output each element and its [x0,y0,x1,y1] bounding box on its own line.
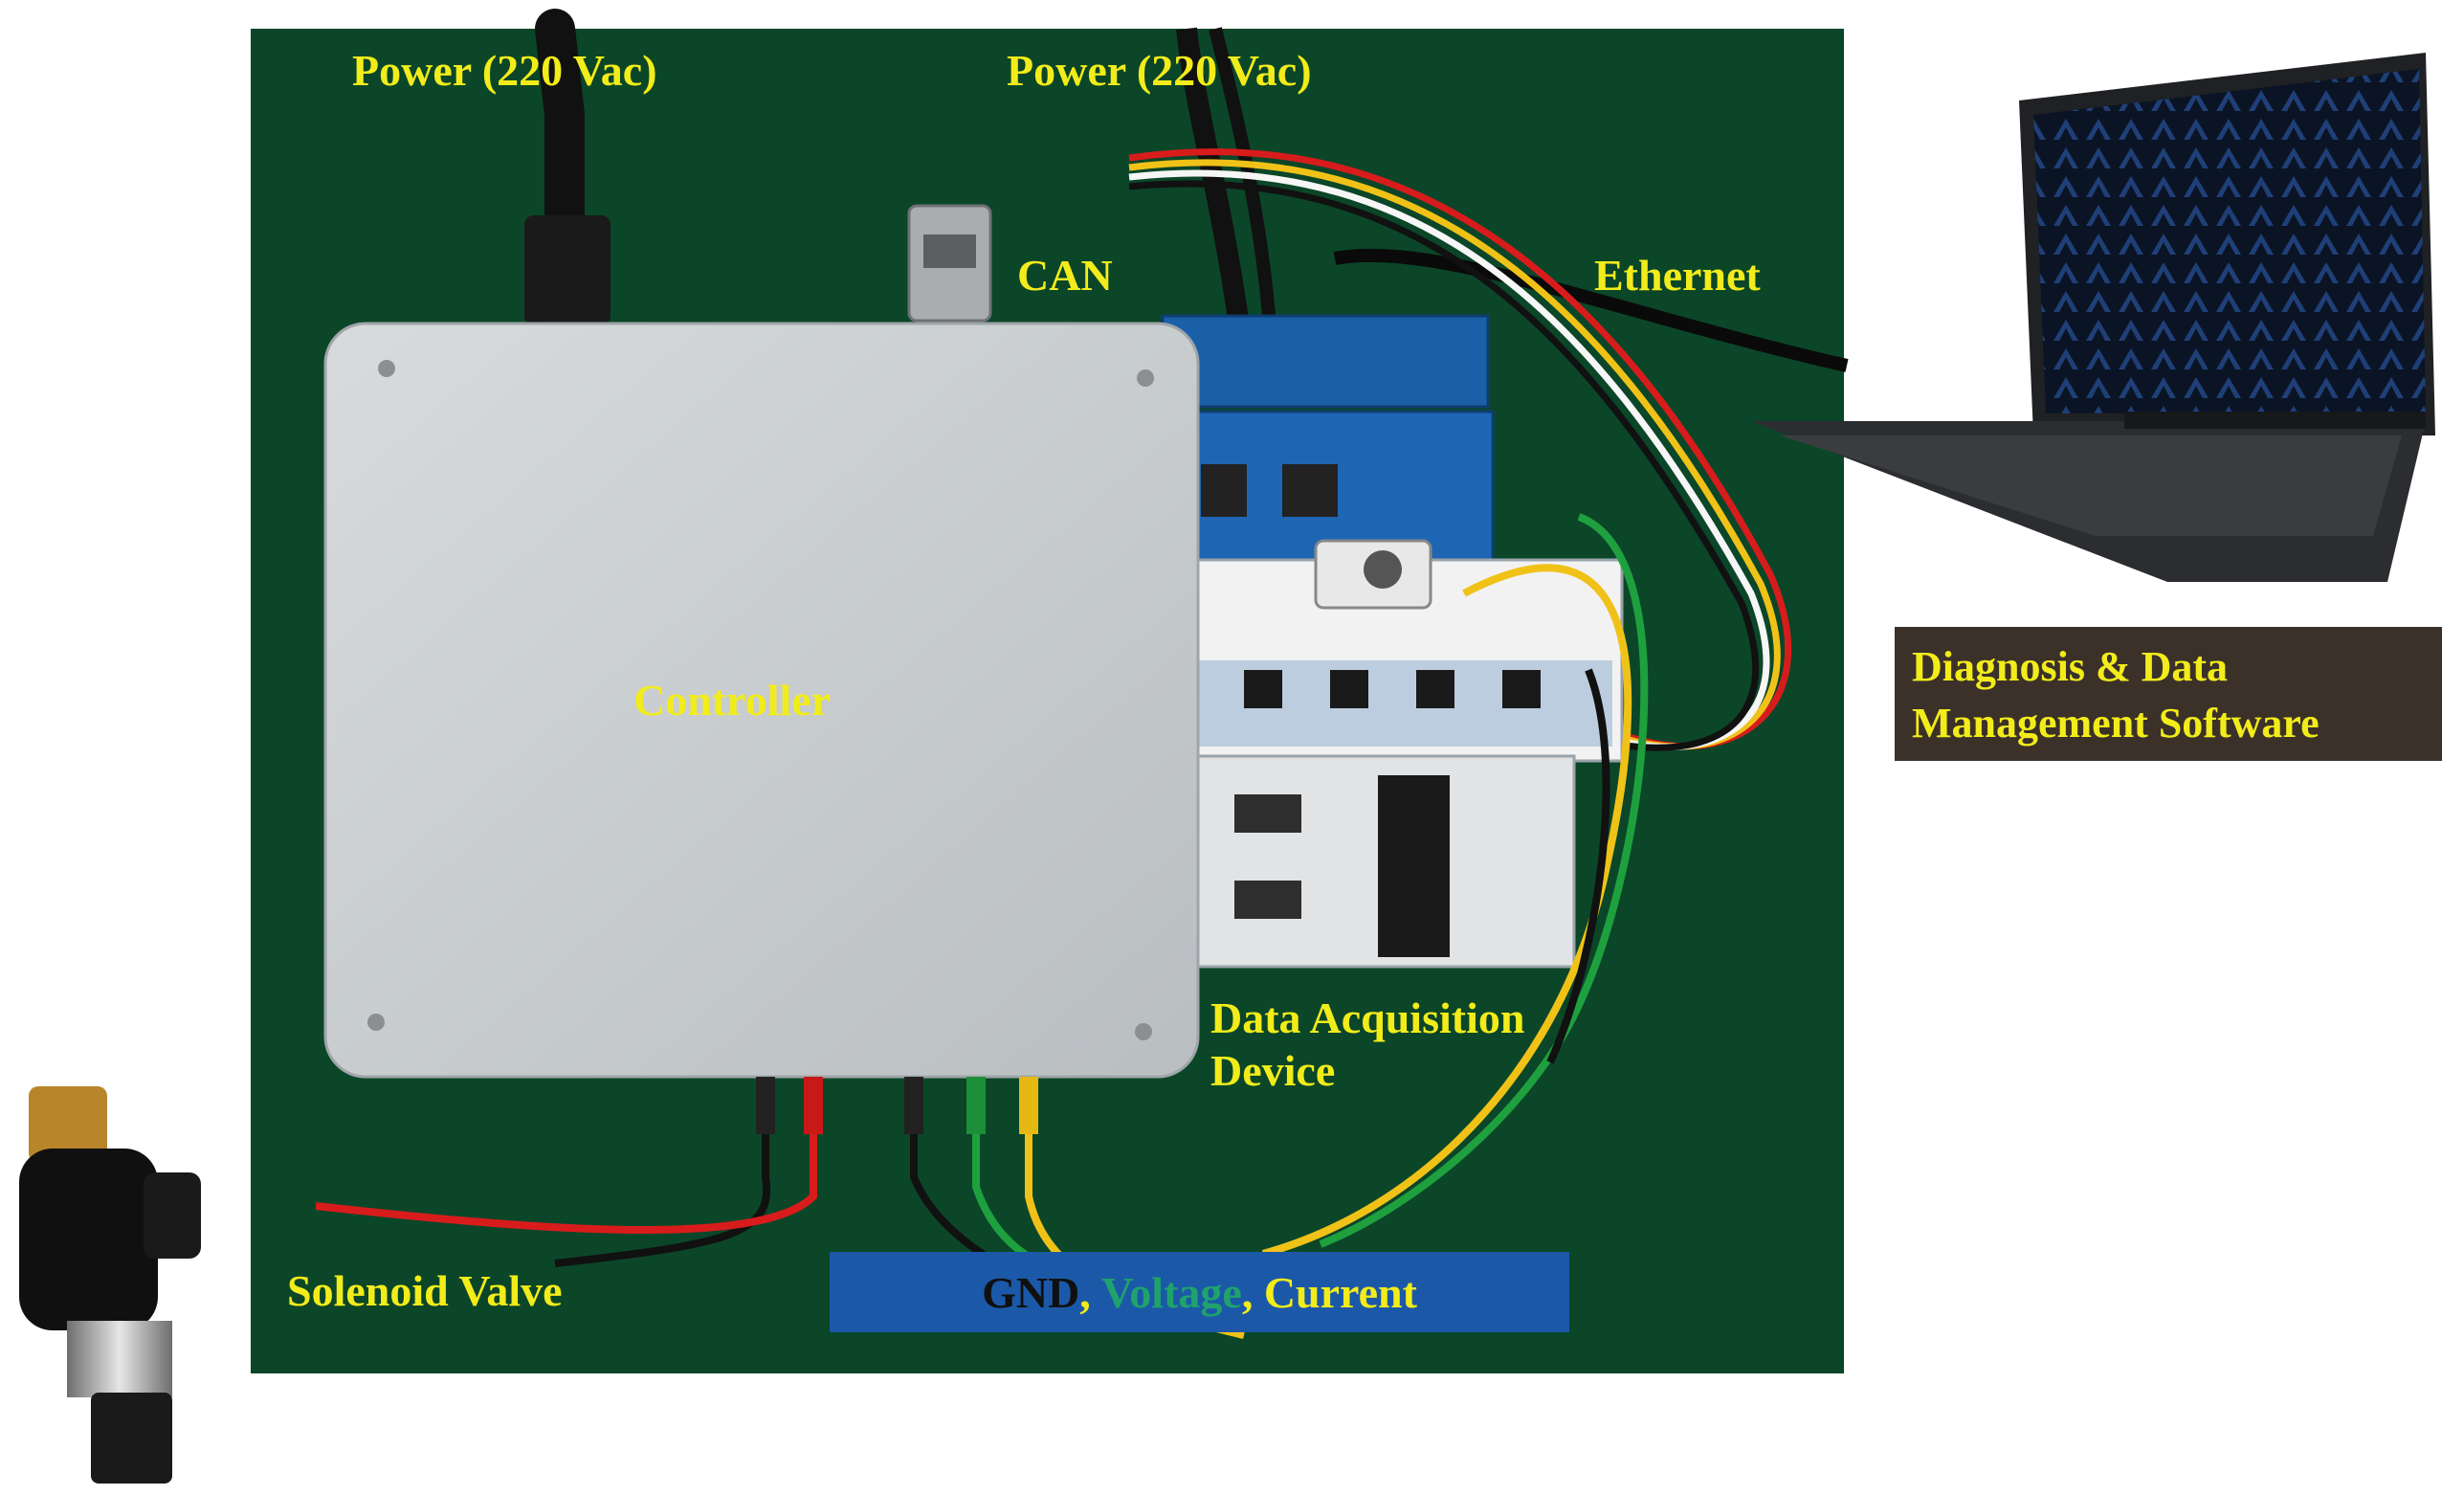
signal-wires-right [1261,513,1649,1258]
data-acquisition-label: Data Acquisition Device [1210,993,1525,1096]
power-label-right: Power (220 Vac) [1007,46,1312,95]
data-acquisition-chassis [1161,314,1624,969]
current-label: Current [1263,1267,1417,1317]
diagnosis-software-label: Diagnosis & Data Management Software [1912,643,2320,748]
banana-plugs [756,1077,1038,1134]
solenoid-valve-image [19,1086,201,1484]
signal-legend-box: GND , Voltage , Current [830,1252,1569,1332]
ethernet-label: Ethernet [1594,251,1761,300]
can-label: CAN [1017,251,1113,300]
legend-separator: , [1079,1267,1102,1317]
gnd-label: GND [982,1267,1080,1317]
legend-separator: , [1241,1267,1264,1317]
power-label-left: Power (220 Vac) [352,46,657,95]
diagnosis-software-box: Diagnosis & Data Management Software [1895,627,2442,761]
controller-label: Controller [633,676,832,725]
voltage-label: Voltage [1101,1267,1242,1317]
power-cable-left [524,9,610,325]
laptop-image [1751,53,2435,582]
solenoid-valve-label: Solenoid Valve [287,1266,563,1315]
ethernet-cable [1333,248,1849,372]
can-connector [907,204,992,323]
